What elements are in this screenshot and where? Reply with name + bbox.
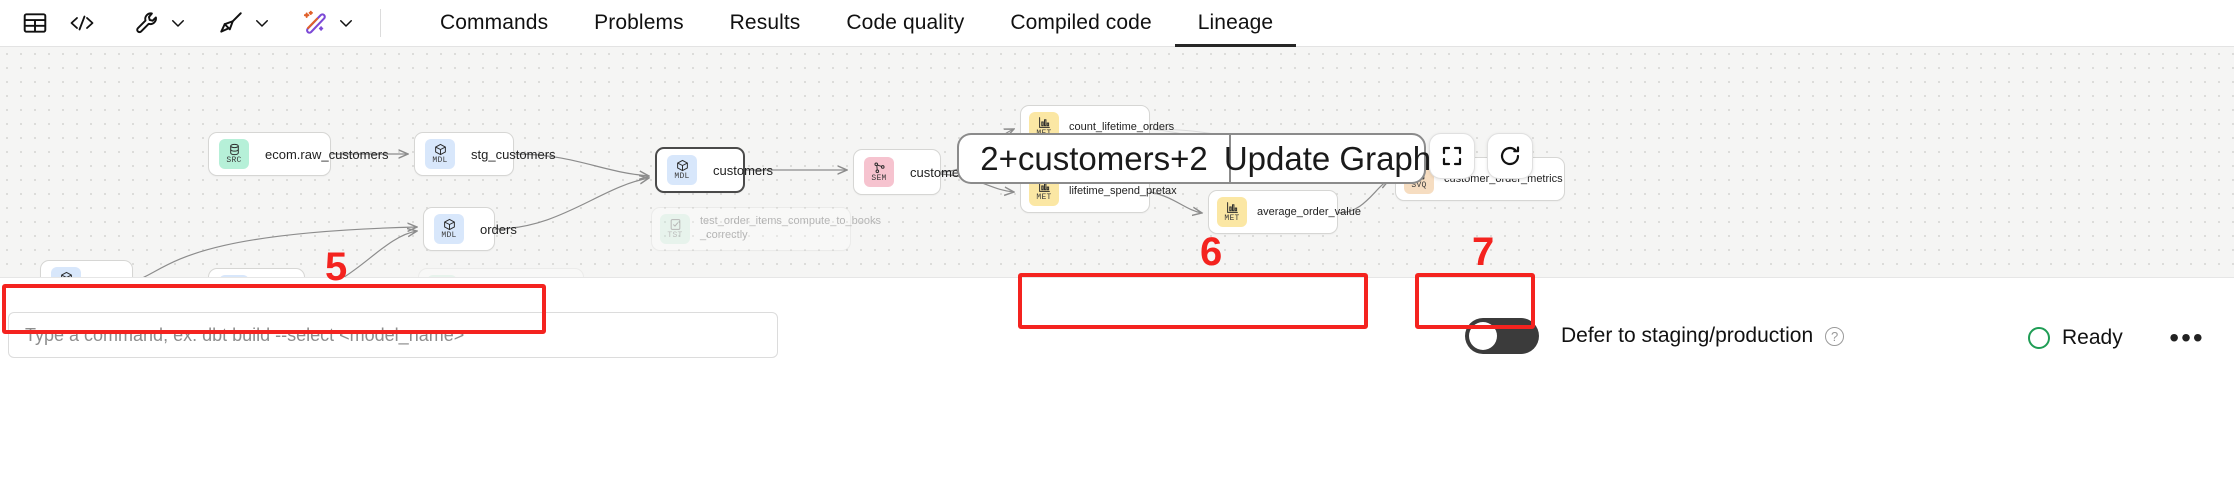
tab-commands[interactable]: Commands [440,11,549,34]
node-label: customers [713,162,773,178]
expand-icon [1442,146,1462,166]
annotation-number-6: 6 [1200,230,1223,274]
command-bar: Defer to staging/production ? Ready ••• [0,277,2234,478]
tst-badge-icon: TST [427,275,457,277]
node-label: stg_orders [97,275,158,278]
lineage-node[interactable]: MDL stg_orders [40,260,158,277]
mdl-badge-icon: MDL [434,214,464,244]
question-mark-icon[interactable]: ? [1825,326,1845,346]
src-badge-icon: SRC [219,139,249,169]
mdl-badge-icon: MDL [667,155,697,185]
lineage-node[interactable]: MET average_order_value [1208,190,1361,234]
magic-wand-icon[interactable] [298,5,332,41]
toggle-knob [1469,322,1497,350]
node-label: ecom.raw_customers [265,146,389,162]
fit-to-screen-button[interactable] [1429,133,1475,179]
refresh-icon [1500,146,1520,166]
defer-toggle[interactable] [1465,318,1539,354]
overflow-menu-icon: ••• [2169,322,2205,353]
node-label: average_order_value [1257,206,1361,218]
lineage-node-test[interactable]: TST test_order_items_compute_to_books _c… [651,207,881,251]
node-label: customer_order_metrics [1444,173,1563,185]
mdl-badge-icon: MDL [219,275,249,277]
refresh-graph-button[interactable] [1487,133,1533,179]
chevron-down-icon[interactable] [332,5,360,41]
update-graph-button[interactable]: Update Graph [1224,133,1431,184]
status-label: Ready [2062,326,2123,349]
lineage-canvas[interactable]: SRC ecom.raw_customers MDL stg_customers… [0,47,2234,277]
node-label: test_order_items_compute_to_books _corre… [700,215,881,241]
node-label: stg_customers [471,146,556,162]
mdl-badge-icon: MDL [425,139,455,169]
wrench-icon[interactable] [130,5,164,41]
lineage-node[interactable]: MDL stg_customers [414,132,556,176]
graph-command-text: 2+customers+2 [980,139,1208,177]
tab-code-quality[interactable]: Code quality [846,11,965,34]
code-icon[interactable] [56,5,108,41]
status-badge[interactable]: Ready [2022,320,2129,356]
sem-badge-icon: SEM [864,157,894,187]
overflow-menu-button[interactable]: ••• [2167,320,2207,356]
editor-toolbar: Commands Problems Results Code quality C… [0,0,2234,47]
node-label: lifetime_spend_pretax [1069,185,1177,197]
status-dot-icon [2028,327,2050,349]
toolbar-divider [380,9,381,37]
chevron-down-icon[interactable] [248,5,276,41]
chevron-down-icon[interactable] [164,5,192,41]
lineage-node-selected[interactable]: MDL customers [655,147,773,193]
lineage-node[interactable]: SEM customers [853,149,970,195]
annotation-number-5: 5 [325,245,348,289]
node-label: orders [480,221,517,237]
lineage-node[interactable]: MDL order_items [208,268,305,277]
node-label: count_lifetime_orders [1069,121,1175,133]
annotation-number-7: 7 [1472,230,1495,274]
panel-tabs: Commands Problems Results Code quality C… [417,0,1296,47]
mdl-badge-icon: MDL [51,267,81,277]
defer-control: Defer to staging/production ? [1465,318,1845,354]
tab-compiled-code[interactable]: Compiled code [1010,11,1152,34]
tab-problems[interactable]: Problems [594,11,684,34]
update-graph-label: Update Graph [1223,139,1432,177]
tst-badge-icon: TST [660,214,690,244]
lineage-node[interactable]: SRC ecom.raw_customers [208,132,389,176]
graph-command-preview[interactable]: 2+customers+2 [957,133,1229,184]
tab-results[interactable]: Results [729,11,801,34]
node-label: customers [910,164,970,180]
table-icon[interactable] [14,5,56,41]
tab-lineage[interactable]: Lineage [1175,0,1296,47]
toolbar-icon-group [0,0,393,47]
command-input[interactable] [8,312,778,358]
broom-icon[interactable] [214,5,248,41]
met-badge-icon: MET [1217,197,1247,227]
lineage-node[interactable]: MDL orders [423,207,517,251]
defer-label: Defer to staging/production [1561,324,1814,347]
lineage-node-test[interactable]: TST test_supply_costs_sum_correctly [418,268,584,277]
